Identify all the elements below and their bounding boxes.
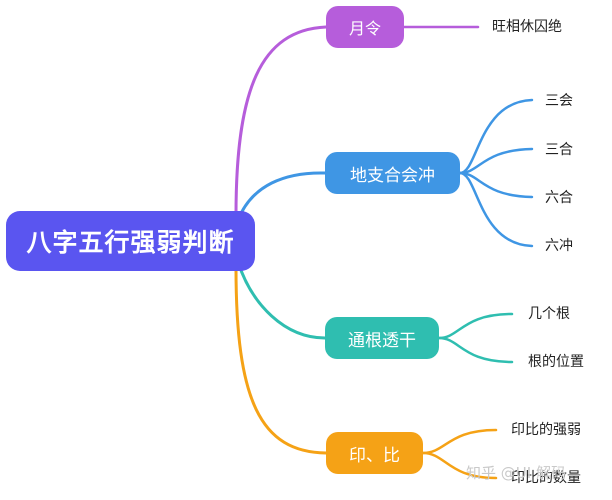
leaf-wangxiang[interactable]: 旺相休囚绝 [492, 19, 562, 35]
edge-dizhi-sanhe [458, 147, 534, 175]
branch-node-yinbi[interactable]: 印、比 [326, 432, 423, 474]
branch-node-dizhi[interactable]: 地支合会冲 [325, 152, 460, 194]
root-node[interactable]: 八字五行强弱判断 [6, 211, 255, 271]
branch-node-tonggen[interactable]: 通根透干 [325, 317, 439, 359]
leaf-yinbiqiangruo[interactable]: 印比的强弱 [511, 422, 581, 438]
edge-root-tonggen [236, 260, 327, 340]
leaf-liuhe[interactable]: 六合 [545, 190, 573, 206]
edge-root-dizhi [236, 171, 327, 222]
branch-node-yueling[interactable]: 月令 [326, 6, 404, 48]
leaf-gendeweizhi[interactable]: 根的位置 [528, 354, 584, 370]
edge-yinbi-shuliang [421, 451, 498, 480]
leaf-sanhe[interactable]: 三合 [545, 142, 573, 158]
leaf-liuchong[interactable]: 六冲 [545, 238, 573, 254]
leaf-sanhui[interactable]: 三会 [545, 93, 573, 109]
watermark: 知乎 @UI 解码 [466, 464, 566, 482]
edge-dizhi-liuhe [458, 171, 534, 199]
leaf-yinbishuliang[interactable]: 印比的数量 [511, 470, 581, 486]
edge-yinbi-qiangruo [421, 428, 498, 455]
edge-dizhi-liuchong [458, 171, 534, 248]
edge-dizhi-sanhui [458, 98, 534, 175]
leaf-jigegen[interactable]: 几个根 [528, 306, 570, 322]
edge-tonggen-gendeweizhi [437, 336, 514, 364]
edge-root-yueling [234, 25, 328, 217]
edge-root-yinbi [234, 266, 328, 455]
edge-tonggen-jigegen [437, 312, 514, 340]
